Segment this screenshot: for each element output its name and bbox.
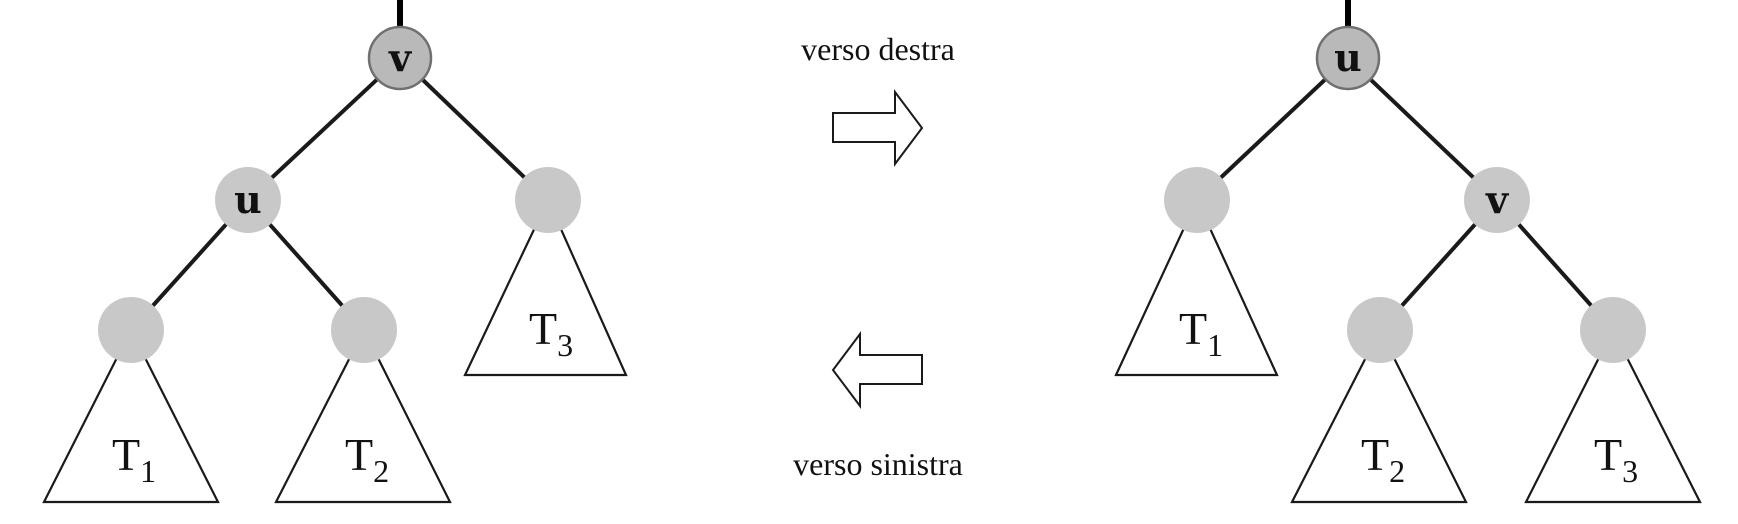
left-node-left-left bbox=[98, 297, 164, 363]
right-node-v bbox=[1464, 167, 1530, 233]
arrow-right-icon bbox=[832, 89, 924, 167]
left-t1-label: T1 bbox=[112, 429, 156, 489]
right-node-right-left bbox=[1347, 297, 1413, 363]
right-edge-u-left bbox=[1195, 56, 1350, 202]
left-tree: v u T1 T2 T3 bbox=[42, 0, 628, 504]
left-child-label: u bbox=[234, 177, 262, 222]
right-node-u bbox=[1315, 25, 1381, 91]
left-t3-label: T3 bbox=[529, 303, 573, 363]
right-edge-u-v bbox=[1346, 56, 1499, 202]
left-edge-v-u bbox=[246, 56, 402, 202]
arrow-left-icon bbox=[831, 331, 923, 409]
left-node-v bbox=[367, 25, 433, 91]
left-edge-v-right bbox=[398, 56, 550, 202]
left-t2-label: T2 bbox=[345, 429, 389, 489]
right-subtree-t2 bbox=[1290, 327, 1468, 504]
right-child-label: v bbox=[1485, 177, 1510, 222]
left-node-u bbox=[215, 167, 281, 233]
left-subtree-t2 bbox=[274, 327, 452, 504]
right-node-right-right bbox=[1580, 297, 1646, 363]
right-t3-label: T3 bbox=[1594, 429, 1638, 489]
right-node-left bbox=[1164, 167, 1230, 233]
rotation-arrows: verso destra verso sinistra bbox=[793, 31, 963, 482]
right-t1-label: T1 bbox=[1179, 303, 1223, 363]
arrow-right-label: verso destra bbox=[801, 31, 955, 67]
right-subtree-t3 bbox=[1524, 327, 1702, 504]
right-root-label: u bbox=[1334, 35, 1362, 80]
arrow-left-label: verso sinistra bbox=[793, 446, 963, 482]
right-subtree-t1 bbox=[1114, 197, 1279, 377]
left-subtree-t3 bbox=[463, 197, 628, 377]
right-tree: u v T1 T2 T3 bbox=[1114, 0, 1702, 504]
left-subtree-t1 bbox=[42, 327, 220, 504]
left-node-right bbox=[515, 167, 581, 233]
left-node-left-right bbox=[331, 297, 397, 363]
right-t2-label: T2 bbox=[1361, 429, 1405, 489]
left-root-label: v bbox=[388, 35, 413, 80]
